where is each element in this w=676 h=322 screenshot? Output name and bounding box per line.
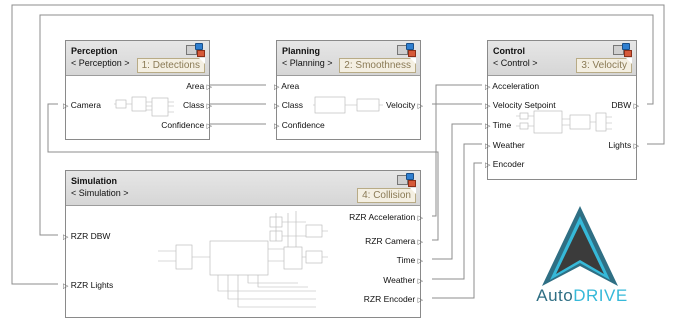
block-toolbar-icons[interactable]: [397, 173, 416, 187]
input-port-icon: ▷: [274, 123, 280, 130]
output-port-icon: ▷: [417, 215, 423, 222]
control-input-encoder[interactable]: ▷ Encoder: [485, 159, 525, 169]
control-title: Control: [493, 46, 525, 56]
simulation-output-rzr-camera[interactable]: RZR Camera ▷: [365, 236, 423, 246]
control-output-dbw[interactable]: DBW ▷: [611, 100, 639, 110]
control-internal-diagram: [516, 110, 612, 134]
control-header: Control < Control > 3: Velocity: [488, 41, 636, 76]
wire-lights: [11, 4, 665, 285]
input-port-icon: ▷: [63, 234, 69, 241]
simulation-output-time[interactable]: Time ▷: [396, 255, 423, 265]
planning-title: Planning: [282, 46, 320, 56]
perception-header: Perception < Perception > 1: Detections: [66, 41, 209, 76]
autodrive-logo-text: AutoDRIVE: [536, 286, 628, 305]
control-block[interactable]: Control < Control > 3: Velocity ▷ Accele…: [485, 40, 639, 180]
block-toolbar-icons[interactable]: [186, 43, 205, 57]
input-port-icon: ▷: [63, 283, 69, 290]
simulation-output-weather[interactable]: Weather ▷: [383, 275, 423, 285]
planning-input-confidence[interactable]: ▷ Confidence: [274, 120, 325, 130]
simulation-block[interactable]: Simulation < Simulation > 4: Collision ▷…: [63, 170, 423, 318]
output-port-icon: ▷: [417, 258, 423, 265]
planning-header: Planning < Planning > 2: Smoothness: [277, 41, 420, 76]
perception-output-area[interactable]: Area ▷: [186, 81, 212, 91]
control-input-weather[interactable]: ▷ Weather: [485, 140, 525, 150]
output-port-icon: ▷: [417, 103, 423, 110]
control-requirement[interactable]: 3: Velocity: [576, 58, 632, 73]
output-port-icon: ▷: [633, 143, 639, 150]
output-port-icon: ▷: [417, 278, 423, 285]
block-toolbar-icons[interactable]: [613, 43, 632, 57]
wire-encoder: [432, 162, 482, 299]
perception-output-class[interactable]: Class ▷: [182, 100, 212, 110]
perception-block[interactable]: Perception < Perception > 1: Detections …: [63, 40, 212, 140]
planning-input-class[interactable]: ▷ Class: [274, 100, 304, 110]
simulation-subtitle: < Simulation >: [71, 188, 129, 198]
input-port-icon: ▷: [274, 84, 280, 91]
simulation-input-rzr-dbw[interactable]: ▷ RZR DBW: [63, 231, 111, 241]
output-port-icon: ▷: [206, 84, 212, 91]
perception-title: Perception: [71, 46, 118, 56]
simulation-header: Simulation < Simulation > 4: Collision: [66, 171, 420, 206]
output-port-icon: ▷: [417, 239, 423, 246]
control-input-acceleration[interactable]: ▷ Acceleration: [485, 81, 540, 91]
input-port-icon: ▷: [485, 162, 491, 169]
perception-subtitle: < Perception >: [71, 58, 130, 68]
planning-input-area[interactable]: ▷ Area: [274, 81, 300, 91]
planning-internal-diagram: [313, 96, 383, 114]
simulation-internal-diagram: [158, 211, 328, 308]
perception-requirement[interactable]: 1: Detections: [136, 58, 206, 73]
block-toolbar-icons[interactable]: [397, 43, 416, 57]
control-subtitle: < Control >: [493, 58, 538, 68]
input-port-icon: ▷: [485, 103, 491, 110]
simulation-title: Simulation: [71, 176, 118, 186]
simulation-output-rzr-encoder[interactable]: RZR Encoder ▷: [363, 294, 423, 304]
output-port-icon: ▷: [417, 297, 423, 304]
input-port-icon: ▷: [485, 84, 491, 91]
control-input-time[interactable]: ▷ Time: [485, 120, 512, 130]
wire-acceleration: [432, 84, 482, 217]
perception-internal-diagram: [114, 96, 174, 117]
planning-requirement[interactable]: 2: Smoothness: [339, 58, 416, 73]
control-output-lights[interactable]: Lights ▷: [608, 140, 639, 150]
wire-camera: [47, 103, 439, 241]
control-input-velocity-setpoint[interactable]: ▷ Velocity Setpoint: [485, 100, 556, 110]
wire-weather: [432, 143, 482, 280]
input-port-icon: ▷: [485, 123, 491, 130]
planning-block[interactable]: Planning < Planning > 2: Smoothness ▷ Ar…: [274, 40, 423, 140]
input-port-icon: ▷: [63, 103, 69, 110]
input-port-icon: ▷: [274, 103, 280, 110]
output-port-icon: ▷: [206, 123, 212, 130]
planning-subtitle: < Planning >: [282, 58, 333, 68]
autodrive-logo-icon: [542, 206, 618, 286]
perception-input-camera[interactable]: ▷ Camera: [63, 100, 101, 110]
output-port-icon: ▷: [633, 103, 639, 110]
wire-dbw: [39, 14, 654, 236]
input-port-icon: ▷: [485, 143, 491, 150]
planning-output-velocity[interactable]: Velocity ▷: [385, 100, 423, 110]
perception-output-confidence[interactable]: Confidence ▷: [161, 120, 212, 130]
simulation-output-rzr-acceleration[interactable]: RZR Acceleration ▷: [349, 212, 423, 222]
output-port-icon: ▷: [206, 103, 212, 110]
wire-time: [432, 123, 482, 260]
simulation-requirement[interactable]: 4: Collision: [357, 188, 416, 203]
simulation-input-rzr-lights[interactable]: ▷ RZR Lights: [63, 280, 114, 290]
